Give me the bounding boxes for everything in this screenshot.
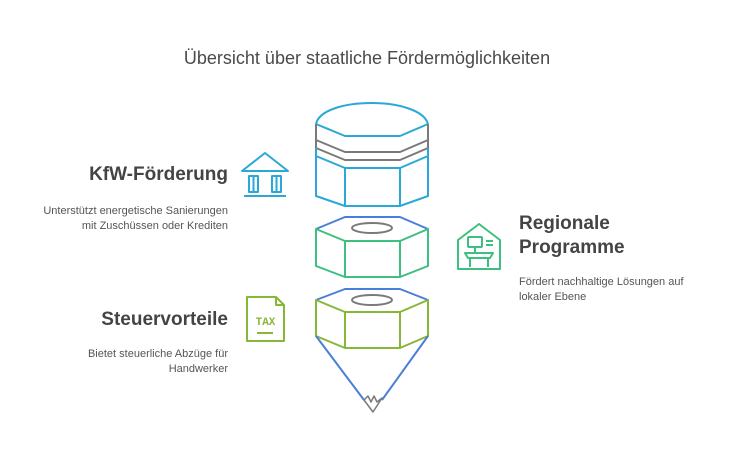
steuer-description-line-2: Handwerker: [168, 363, 228, 375]
kfw-description: Unterstützt energetische Sanierungen mit…: [43, 204, 228, 234]
eraser-top-edge: [315, 123, 429, 137]
eraser-dome: [315, 102, 429, 125]
segment-hole-regional: [351, 222, 393, 234]
pencil-cone: [315, 335, 429, 401]
regional-description-line-2: lokaler Ebene: [519, 291, 587, 303]
segment-ridges-steuer: [344, 312, 401, 348]
regional-title-line-2: Programme: [519, 237, 625, 258]
segment-body-regional: [315, 228, 429, 278]
segment-ridges-kfw: [344, 168, 401, 206]
pencil-segment-steuer: [315, 288, 429, 413]
pencil-segment-regional: [315, 216, 429, 278]
diagram-title: Übersicht über staatliche Fördermöglichk…: [183, 48, 551, 68]
regional-description: Fördert nachhaltige Lösungen auf lokaler…: [519, 275, 684, 305]
segment-front-kfw: [315, 155, 429, 169]
tax-icon-label: TAX: [256, 317, 276, 329]
segment-hole-steuer: [351, 294, 393, 306]
segment-body-kfw: [315, 148, 429, 207]
steuer-title: Steuervorteile: [101, 309, 228, 330]
ferrule-band-1: [315, 124, 429, 153]
segment-top-edge-regional: [315, 216, 429, 230]
kfw-description-line-1: Unterstützt energetische Sanierungen: [43, 205, 228, 217]
regional-title-line-1: Regionale: [519, 213, 610, 234]
segment-top-edge-steuer: [315, 288, 429, 301]
regional-description-line-1: Fördert nachhaltige Lösungen auf: [519, 276, 684, 288]
kfw-title: KfW-Förderung: [89, 164, 228, 185]
bank-icon: [241, 152, 289, 197]
tax-document-icon: TAX: [246, 296, 285, 342]
steuer-description-line-1: Bietet steuerliche Abzüge für: [87, 348, 228, 360]
pencil-segment-kfw: [315, 102, 429, 207]
steuer-description: Bietet steuerliche Abzüge für Handwerker: [88, 347, 228, 377]
pencil-lead-tip: [363, 395, 383, 413]
house-workspace-icon: [457, 223, 501, 270]
kfw-description-line-2: mit Zuschüssen oder Krediten: [81, 220, 228, 232]
segment-body-steuer: [315, 299, 429, 349]
segment-ridges-regional: [344, 241, 401, 277]
ferrule-band-2: [315, 140, 429, 161]
regional-title: Regionale Programme: [519, 212, 625, 260]
